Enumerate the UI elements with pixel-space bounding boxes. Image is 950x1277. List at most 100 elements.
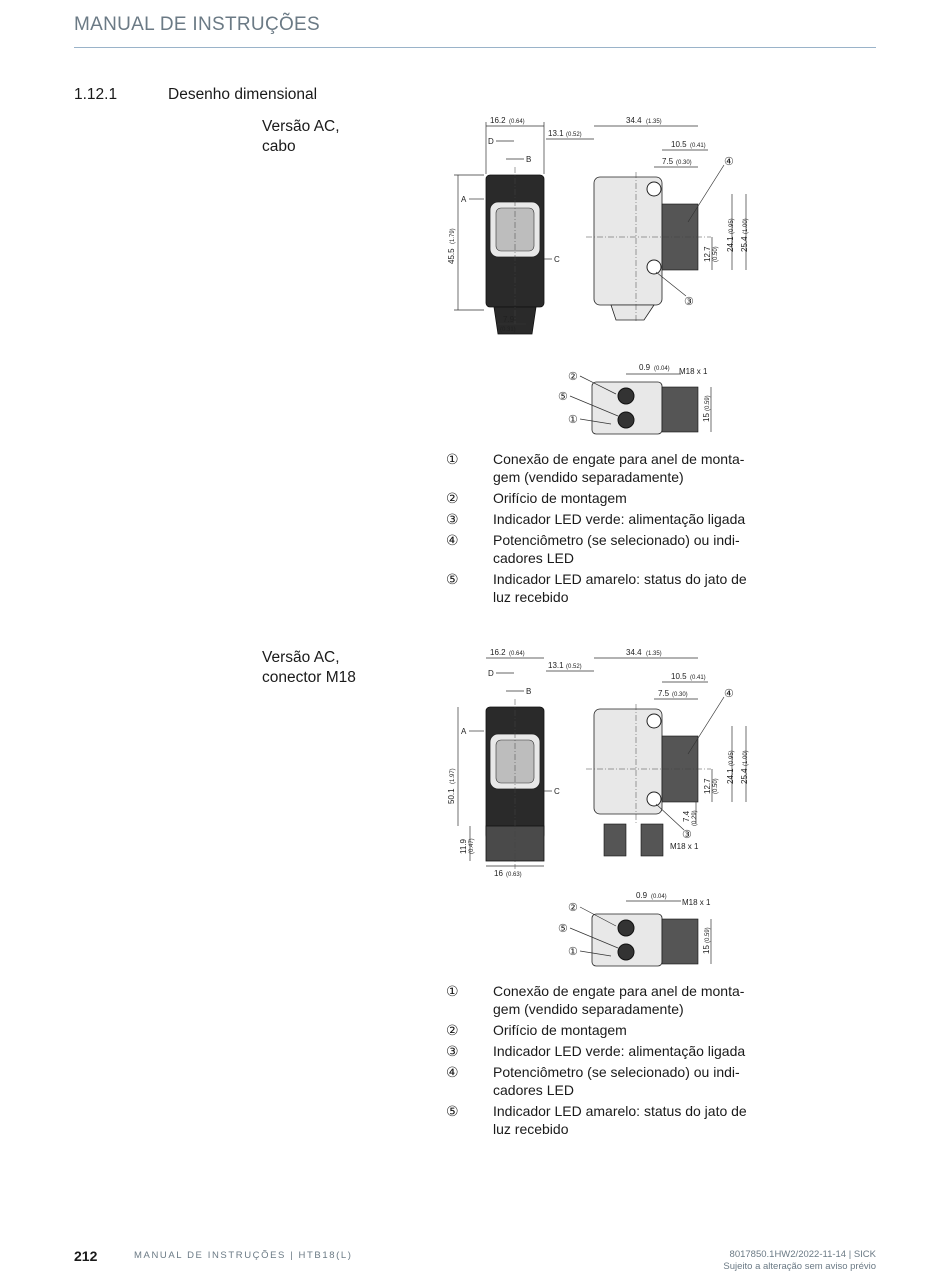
legend-marker: ② bbox=[446, 1022, 459, 1038]
legend-text: Orifício de montagem bbox=[493, 1022, 627, 1038]
legend-marker: ⑤ bbox=[446, 571, 459, 587]
legend-text: gem (vendido separadamente) bbox=[493, 1001, 684, 1017]
legend-item: ③ Indicador LED verde: alimentação ligada bbox=[446, 1042, 766, 1060]
dim-label: 15 bbox=[702, 945, 711, 954]
legend-text: Orifício de montagem bbox=[493, 490, 627, 506]
dim-label: (0.41) bbox=[690, 143, 706, 149]
dim-label: (0.59) bbox=[705, 927, 711, 943]
legend-text: luz recebido bbox=[493, 589, 569, 605]
callout-marker: ⑤ bbox=[558, 923, 568, 935]
dim-label: (0.95) bbox=[729, 750, 735, 766]
dim-label: 16.2 bbox=[490, 116, 506, 125]
dim-label: 13.1 bbox=[548, 129, 564, 138]
header-title: MANUAL DE INSTRUÇÕES bbox=[74, 14, 320, 35]
dim-label: (0.30) bbox=[672, 692, 688, 698]
legend-text: Indicador LED amarelo: status do jato de bbox=[493, 1103, 747, 1119]
dim-label: (0.29) bbox=[692, 810, 698, 826]
variant-label-line1: Versão AC, bbox=[262, 118, 340, 135]
dim-label: (0.52) bbox=[566, 664, 582, 670]
legend-text: Conexão de engate para anel de monta- bbox=[493, 983, 745, 999]
legend-item: ① Conexão de engate para anel de monta-ge… bbox=[446, 982, 766, 1018]
dim-label: 34.4 bbox=[626, 648, 642, 657]
dim-label: 10.5 bbox=[671, 672, 687, 681]
callout-marker: ③ bbox=[682, 829, 692, 841]
dim-label: 12.7 bbox=[703, 778, 712, 794]
dim-label: A bbox=[461, 195, 467, 204]
legend-item: ④ Potenciômetro (se selecionado) ou indi-… bbox=[446, 1063, 766, 1099]
dim-label: 50.1 bbox=[447, 788, 456, 804]
dim-label: C bbox=[554, 255, 560, 264]
dim-label: 34.4 bbox=[626, 116, 642, 125]
legend-text: Indicador LED amarelo: status do jato de bbox=[493, 571, 747, 587]
variant-label-line2: conector M18 bbox=[262, 669, 356, 686]
dim-label: 7.4 bbox=[682, 810, 691, 822]
legend-item: ⑤ Indicador LED amarelo: status do jato d… bbox=[446, 1102, 766, 1138]
dim-label: 10.5 bbox=[671, 140, 687, 149]
legend-marker: ④ bbox=[446, 1064, 459, 1080]
variant-label-line2: cabo bbox=[262, 138, 296, 155]
dim-label: 7.5 bbox=[658, 689, 670, 698]
dim-label: A bbox=[461, 727, 467, 736]
section-number: 1.12.1 bbox=[74, 86, 118, 103]
dim-label: 24.1 bbox=[726, 768, 735, 784]
dim-label: (0.64) bbox=[509, 119, 525, 125]
dimension-drawing-cable: 16.2 (0.64) D B A C 45.5 (1.79) 7.9 (0.3… bbox=[447, 116, 749, 435]
legend-marker: ① bbox=[446, 451, 459, 467]
dim-label: (0.50) bbox=[713, 246, 719, 262]
legend-text: Potenciômetro (se selecionado) ou indi- bbox=[493, 1064, 740, 1080]
callout-marker: ④ bbox=[724, 688, 734, 700]
variant-label-connector: Versão AC, conector M18 bbox=[262, 648, 412, 688]
callout-marker: ② bbox=[568, 902, 578, 914]
dim-label: 24.1 bbox=[726, 236, 735, 252]
dim-label: (1.97) bbox=[450, 768, 456, 784]
legend-marker: ⑤ bbox=[446, 1103, 459, 1119]
legend-marker: ③ bbox=[446, 511, 459, 527]
section-title: Desenho dimensional bbox=[168, 86, 318, 103]
footer-doc-title: MANUAL DE INSTRUÇÕES | HTB18(L) bbox=[134, 1250, 353, 1261]
dim-label: (1.00) bbox=[743, 218, 749, 234]
legend-text: Indicador LED verde: alimentação ligada bbox=[493, 511, 746, 527]
dim-label: (0.41) bbox=[690, 675, 706, 681]
dim-label: (0.47) bbox=[469, 838, 475, 854]
callout-marker: ① bbox=[568, 946, 578, 958]
dim-label: 0.9 bbox=[639, 363, 651, 372]
legend-marker: ③ bbox=[446, 1043, 459, 1059]
footer-doc-code: 8017850.1HW2/2022-11-14 | SICK bbox=[729, 1249, 876, 1260]
dim-label: 7.9 bbox=[503, 315, 515, 324]
legend-item: ② Orifício de montagem bbox=[446, 489, 766, 507]
legend-marker: ② bbox=[446, 490, 459, 506]
dim-label: B bbox=[526, 687, 531, 696]
footer-notice: Sujeito a alteração sem aviso prévio bbox=[723, 1261, 876, 1272]
legend-item: ③ Indicador LED verde: alimentação ligada bbox=[446, 510, 766, 528]
dim-label: (0.50) bbox=[713, 778, 719, 794]
dim-label: 25.4 bbox=[740, 768, 749, 784]
dim-label: B bbox=[526, 155, 531, 164]
legend-marker: ① bbox=[446, 983, 459, 999]
dim-label: (0.04) bbox=[654, 366, 670, 372]
dim-label: 11.9 bbox=[459, 838, 468, 854]
dim-label: (0.30) bbox=[676, 160, 692, 166]
dim-label: M18 x 1 bbox=[679, 367, 708, 376]
page-number: 212 bbox=[74, 1248, 98, 1264]
legend-item: ② Orifício de montagem bbox=[446, 1021, 766, 1039]
legend-text: gem (vendido separadamente) bbox=[493, 469, 684, 485]
dim-label: 7.5 bbox=[662, 157, 674, 166]
dimension-drawing-connector: 16.2 (0.64) D B A C 50.1 (1.97) 11.9 (0.… bbox=[447, 648, 749, 967]
dim-label: C bbox=[554, 787, 560, 796]
dim-label: 15 bbox=[702, 413, 711, 422]
footer-right: 8017850.1HW2/2022-11-14 | SICK Sujeito a… bbox=[723, 1249, 876, 1273]
sensor-cable-boot bbox=[493, 306, 537, 335]
callout-marker: ④ bbox=[724, 156, 734, 168]
callout-marker: ① bbox=[568, 414, 578, 426]
dim-label: (0.63) bbox=[506, 872, 522, 878]
legend-text: cadores LED bbox=[493, 1082, 574, 1098]
dim-label: D bbox=[488, 669, 494, 678]
legend-text: Indicador LED verde: alimentação ligada bbox=[493, 1043, 746, 1059]
dim-label: (1.79) bbox=[450, 228, 456, 244]
dim-label: 0.9 bbox=[636, 891, 648, 900]
legend-list-connector: ① Conexão de engate para anel de monta-ge… bbox=[446, 982, 766, 1141]
dim-label: (0.52) bbox=[566, 132, 582, 138]
legend-text: luz recebido bbox=[493, 1121, 569, 1137]
